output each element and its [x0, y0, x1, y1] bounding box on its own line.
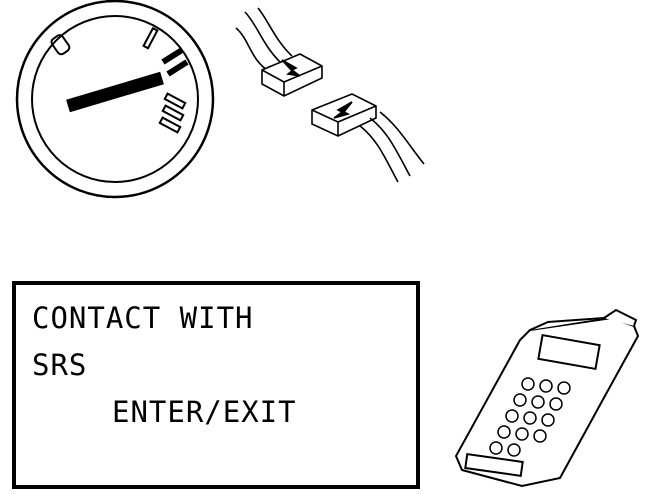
- display-line-2: SRS: [32, 348, 88, 382]
- ignition-switch-icon: [15, 0, 215, 199]
- position-III-marker: [158, 92, 187, 134]
- position-I-marker: [142, 26, 159, 50]
- position-II-marker: [161, 47, 184, 65]
- key-blade: [66, 71, 164, 113]
- down-arrow-icon: [281, 59, 301, 77]
- display-line-3: ENTER/EXIT: [112, 395, 297, 429]
- display-line-1: CONTACT WITH: [32, 301, 254, 335]
- handheld-tester-icon: [454, 308, 640, 488]
- tester-display: CONTACT WITH SRS ENTER/EXIT: [12, 281, 420, 489]
- up-arrow-icon: [333, 101, 353, 119]
- position-0-marker: [50, 34, 71, 56]
- connector-icon: [235, 7, 425, 183]
